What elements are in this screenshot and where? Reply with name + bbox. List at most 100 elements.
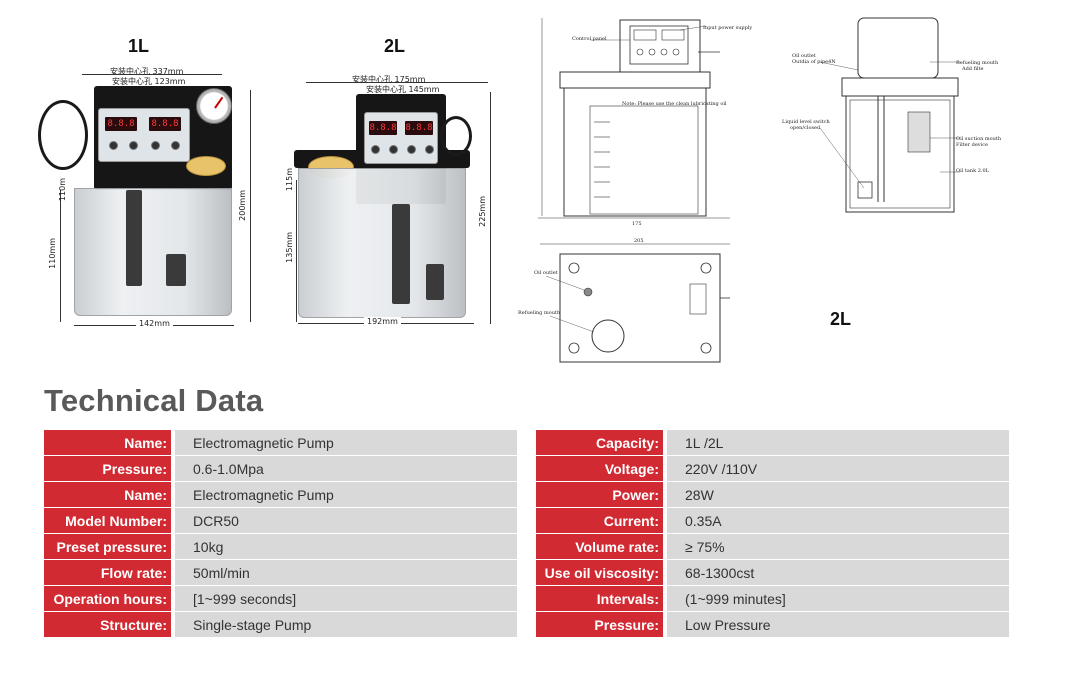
panel-button — [371, 145, 380, 154]
section-label-tank: Oil tank 2.0L — [956, 168, 989, 174]
pump-2l-dim-line-top — [306, 82, 488, 83]
spec-key: Name: — [44, 430, 171, 455]
panel-button — [425, 145, 434, 154]
pump-2l-dim-width: 192mm — [364, 317, 401, 326]
spec-key: Intervals: — [536, 586, 663, 611]
pump-2l-dim-top-2: 安装中心孔 145mm — [366, 85, 440, 94]
pump-1l-dim-top-2: 安装中心孔 123mm — [112, 77, 186, 86]
spec-key: Name: — [44, 482, 171, 507]
spec-value: Electromagnetic Pump — [175, 482, 517, 507]
float-switch — [426, 264, 444, 300]
pump-1l-dim-tank: 110mm — [48, 238, 57, 269]
spec-value: 0.6-1.0Mpa — [175, 456, 517, 481]
pump-1l-dim-top-1: 安装中心孔 337mm — [110, 67, 184, 76]
control-panel: 8.8.8 8.8.8 — [364, 112, 438, 164]
section-label-suction-sub: Filter device — [956, 142, 988, 148]
section-label-level-switch-sub: open/closed — [790, 125, 821, 131]
panel-button — [407, 145, 416, 154]
spec-value: 68-1300cst — [667, 560, 1009, 585]
display-right: 8.8.8 — [149, 117, 181, 131]
spec-value: 0.35A — [667, 508, 1009, 533]
spec-value: (1~999 minutes] — [667, 586, 1009, 611]
spec-row: Pressure:Low Pressure — [536, 612, 1009, 638]
spec-key: Pressure: — [536, 612, 663, 637]
spec-key: Preset pressure: — [44, 534, 171, 559]
drawing-plate-title: Note: Please use the clean lubricating o… — [622, 101, 727, 107]
spec-separator — [171, 560, 175, 586]
top-view-drawing — [540, 243, 730, 363]
panel-button — [109, 141, 118, 150]
spec-separator — [171, 508, 175, 534]
suction-pipe — [392, 204, 410, 304]
spec-row: Capacity:1L /2L — [536, 430, 1009, 456]
display-left: 8.8.8 — [369, 121, 397, 135]
float-switch — [166, 254, 186, 286]
spec-row: Preset pressure:10kg — [44, 534, 517, 560]
pump-1l-dim-line-tank — [60, 190, 61, 322]
spec-key: Model Number: — [44, 508, 171, 533]
power-cable — [440, 116, 472, 156]
pump-2l-dim-tank: 135mm — [285, 232, 294, 263]
panel-button — [171, 141, 180, 150]
control-panel: 8.8.8 8.8.8 — [98, 108, 190, 162]
spec-separator — [663, 586, 667, 612]
pressure-gauge — [196, 88, 232, 124]
spec-key: Power: — [536, 482, 663, 507]
pump-2l-dim-line-height — [490, 92, 491, 324]
section-label-suction: Oil suction mouth — [956, 136, 1002, 142]
spec-key: Capacity: — [536, 430, 663, 455]
spec-separator — [663, 482, 667, 508]
spec-row: Intervals:(1~999 minutes] — [536, 586, 1009, 612]
pump-2l-image: 8.8.8 8.8.8 — [290, 94, 476, 322]
spec-key: Structure: — [44, 612, 171, 637]
power-cable — [38, 100, 88, 170]
spec-row: Current:0.35A — [536, 508, 1009, 534]
spec-key: Pressure: — [44, 456, 171, 481]
drawing-size-label: 2L — [830, 309, 852, 329]
suction-pipe — [126, 190, 142, 286]
spec-value: 1L /2L — [667, 430, 1009, 455]
spec-separator — [171, 482, 175, 508]
spec-separator — [663, 456, 667, 482]
top-label-refueling: Refueling mouth — [518, 310, 561, 316]
top-label-oil-outlet: Oil outlet — [534, 270, 558, 276]
pump-2l-dim-top-1: 安装中心孔 175mm — [352, 75, 426, 84]
spec-row: Operation hours:[1~999 seconds] — [44, 586, 517, 612]
section-label-refueling: Refueling mouth — [956, 60, 999, 66]
spec-value: 28W — [667, 482, 1009, 507]
section-title: Technical Data — [44, 383, 264, 418]
spec-row: Model Number:DCR50 — [44, 508, 517, 534]
front-view-drawing — [538, 18, 730, 219]
section-label-level-switch: Liquid level switch — [782, 119, 830, 125]
spec-value: DCR50 — [175, 508, 517, 533]
spec-separator — [171, 456, 175, 482]
spec-value: Low Pressure — [667, 612, 1009, 637]
spec-row: Volume rate:≥ 75% — [536, 534, 1009, 560]
pump-1l-dim-line-height — [250, 90, 251, 322]
display-right: 8.8.8 — [405, 121, 433, 135]
spec-value: [1~999 seconds] — [175, 586, 517, 611]
spec-separator — [663, 612, 667, 638]
panel-button — [151, 141, 160, 150]
spec-row: Voltage:220V /110V — [536, 456, 1009, 482]
spec-value: 220V /110V — [667, 456, 1009, 481]
pump-1l-dim-height: 200mm — [238, 190, 247, 221]
spec-row: Power:28W — [536, 482, 1009, 508]
spec-key: Current: — [536, 508, 663, 533]
panel-button — [389, 145, 398, 154]
pump-2l-dim-height: 225mm — [478, 196, 487, 227]
spec-key: Flow rate: — [44, 560, 171, 585]
display-left: 8.8.8 — [105, 117, 137, 131]
spec-row: Flow rate:50ml/min — [44, 560, 517, 586]
pump-2l-dim-line-tank — [296, 180, 297, 322]
spec-value: 10kg — [175, 534, 517, 559]
panel-button — [129, 141, 138, 150]
drawing-label-control-panel: Control panel — [572, 36, 607, 42]
section-label-oil-outlet-sub: Outdia of pipe4N — [792, 59, 836, 65]
drawing-label-input-power: Input power supply — [703, 25, 753, 31]
spec-separator — [663, 508, 667, 534]
spec-key: Volume rate: — [536, 534, 663, 559]
spec-separator — [663, 560, 667, 586]
pump-2l-size-label: 2L — [384, 36, 406, 56]
